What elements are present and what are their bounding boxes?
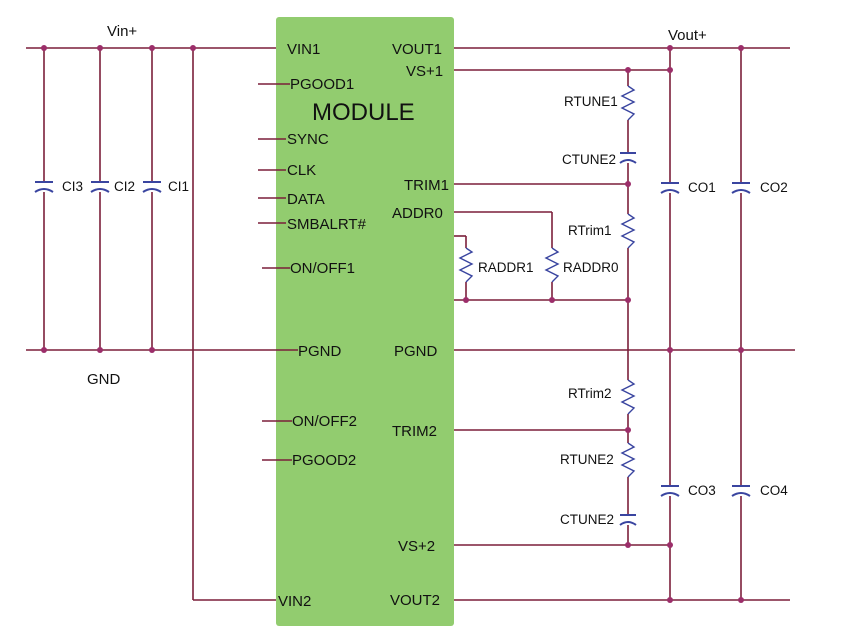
label-co2: CO2	[760, 180, 788, 195]
resistor-raddr1	[458, 247, 474, 283]
pin-clk: CLK	[287, 162, 316, 179]
resistor-raddr0	[544, 247, 560, 283]
capacitor-ci3	[34, 181, 54, 193]
pin-vout1: VOUT1	[392, 41, 442, 58]
pin-smbalrt: SMBALRT#	[287, 216, 367, 233]
capacitor-co1	[660, 182, 680, 194]
pin-pgnd-right: PGND	[394, 343, 438, 360]
label-ci3: CI3	[62, 179, 83, 194]
label-raddr1: RADDR1	[478, 260, 534, 275]
pin-trim2: TRIM2	[392, 423, 437, 440]
pin-vout2: VOUT2	[390, 592, 440, 609]
capacitor-co3	[660, 485, 680, 497]
pin-on-off2: ON/OFF2	[292, 413, 357, 430]
pin-vin1: VIN1	[287, 41, 320, 58]
label-raddr0: RADDR0	[563, 260, 619, 275]
pin-vin2: VIN2	[278, 593, 311, 610]
pin-pgood2: PGOOD2	[292, 452, 356, 469]
label-rtune2: RTUNE2	[560, 452, 614, 467]
pin-on-off1: ON/OFF1	[290, 260, 355, 277]
label-rtune1: RTUNE1	[564, 94, 618, 109]
label-ctune2-bottom: CTUNE2	[560, 512, 614, 527]
capacitor-ci2	[90, 181, 110, 193]
pin-trim1: TRIM1	[404, 177, 449, 194]
wires	[26, 47, 795, 601]
capacitor-co4	[731, 485, 751, 497]
pin-data: DATA	[287, 191, 325, 208]
capacitor-ctune2-bottom	[619, 514, 637, 526]
resistor-rtrim2	[620, 379, 636, 415]
pin-vs-plus1: VS+1	[406, 63, 443, 80]
junctions	[41, 45, 744, 603]
net-label-vout: Vout+	[668, 27, 707, 44]
label-co3: CO3	[688, 483, 716, 498]
label-co4: CO4	[760, 483, 788, 498]
net-label-gnd: GND	[87, 371, 121, 388]
capacitor-ci1	[142, 181, 162, 193]
label-rtrim2: RTrim2	[568, 386, 612, 401]
resistor-rtrim1	[620, 213, 636, 249]
capacitor-co2	[731, 182, 751, 194]
label-rtrim1: RTrim1	[568, 223, 612, 238]
label-co1: CO1	[688, 180, 716, 195]
resistor-rtune2	[620, 442, 636, 478]
net-label-vin: Vin+	[107, 23, 137, 40]
capacitor-ctune2-top	[619, 152, 637, 164]
pin-vs-plus2: VS+2	[398, 538, 435, 555]
pin-addr0: ADDR0	[392, 205, 443, 222]
resistor-rtune1	[620, 85, 636, 121]
label-ci2: CI2	[114, 179, 135, 194]
module-body	[276, 17, 454, 626]
module-title: MODULE	[312, 99, 415, 126]
label-ci1: CI1	[168, 179, 189, 194]
pin-pgood1: PGOOD1	[290, 76, 354, 93]
pin-sync: SYNC	[287, 131, 329, 148]
pin-pgnd-left: PGND	[298, 343, 342, 360]
label-ctune2-top: CTUNE2	[562, 152, 616, 167]
